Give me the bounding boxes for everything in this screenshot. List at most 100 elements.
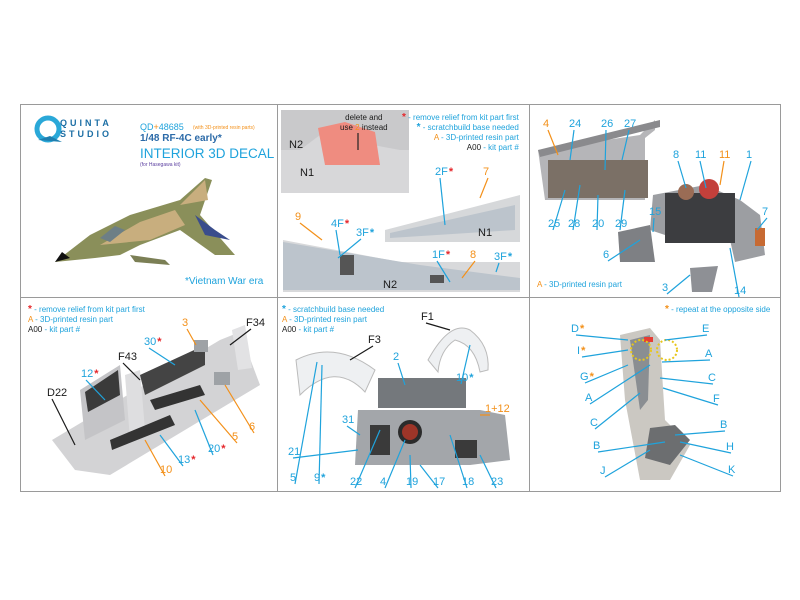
leader-line (659, 377, 714, 385)
callout-text: 6 (603, 249, 610, 261)
leader-line (661, 359, 711, 363)
callout-text: N1 (300, 167, 315, 179)
callout-text: K (728, 464, 736, 476)
brand-logo-text: QUINTA STUDIO (60, 118, 112, 140)
legend-scratchbuild: - scratchbuild base needed (422, 123, 519, 132)
leader-line (419, 464, 439, 489)
callout-p6-13: K (728, 465, 735, 476)
leader-line (679, 454, 734, 477)
leader-line (144, 439, 166, 477)
leader-line (397, 362, 406, 386)
callout-text: D (571, 323, 579, 335)
callout-p3-0: 4 (543, 119, 549, 130)
red-star-icon: * (445, 249, 451, 261)
orange-star-icon: * (581, 345, 586, 357)
callout-p3-12: 15 (649, 207, 661, 218)
legend-kit-text: - kit part # (44, 325, 81, 334)
callout-p2-5: 4F* (331, 219, 349, 230)
callout-text: 3 (182, 317, 189, 329)
callout-text: 2 (393, 351, 400, 363)
red-star-icon: * (402, 112, 406, 123)
callout-p2-6: 3F* (356, 228, 374, 239)
callout-text: 27 (624, 118, 637, 130)
callout-p6-7: F (713, 394, 720, 405)
leader-line (619, 189, 626, 231)
leader-line (51, 398, 76, 446)
product-code: QD+48685 (140, 122, 184, 132)
callout-p6-4: G* (580, 372, 594, 383)
leader-line (607, 239, 641, 262)
callout-text: 20 (592, 218, 605, 230)
leader-line (662, 387, 719, 406)
leader-line (677, 160, 687, 189)
leader-line (479, 177, 489, 199)
leader-line (85, 379, 106, 401)
callout-text: 10 (160, 464, 173, 476)
leader-line (597, 441, 666, 453)
callout-p4-1: F34 (246, 318, 265, 329)
callout-p3-3: 27 (624, 119, 636, 130)
callout-p5-4: 1+12 (485, 404, 510, 415)
code-plus: + (153, 122, 159, 132)
callout-text: 17 (433, 476, 446, 488)
legend-kit-mark: A00 (282, 325, 297, 334)
callout-text: 1 (746, 149, 753, 161)
callout-p6-12: J (600, 466, 606, 477)
callout-text: J (600, 465, 606, 477)
leader-line (552, 189, 566, 231)
leader-line (122, 362, 141, 381)
panel3-legend: A - 3D-printed resin part (537, 280, 622, 290)
callout-text: G (580, 371, 589, 383)
legend-kit-mark: A00 (466, 143, 482, 152)
callout-text: 5 (290, 472, 297, 484)
callout-p5-2: 2 (393, 352, 399, 363)
leader-line (604, 129, 607, 171)
blue-star-icon: * (507, 251, 513, 263)
legend-scratchbuild: - scratchbuild base needed (288, 305, 385, 314)
callout-p2-3: 7 (483, 167, 489, 178)
legend-kit-text: - kit part # (298, 325, 335, 334)
callout-p3-8: 8 (673, 150, 679, 161)
callout-text: F34 (246, 317, 265, 329)
callout-p5-10: 4 (380, 477, 386, 488)
quinta-logo-icon (34, 115, 62, 143)
callout-text: 9 (295, 211, 302, 223)
callout-p6-5: C (708, 373, 716, 384)
callout-p5-6: 21 (288, 447, 300, 458)
callout-p2-11: N2 (383, 280, 397, 291)
red-star-icon: * (28, 304, 32, 315)
callout-p3-11: 1 (746, 150, 752, 161)
callout-text: 2F (435, 166, 448, 178)
callout-p5-0: F1 (421, 312, 434, 323)
leader-line (292, 449, 359, 459)
callout-p3-4: 25 (548, 219, 560, 230)
era-note: *Vietnam War era (185, 276, 264, 287)
panel3-parts (538, 120, 765, 292)
panel2-legend: * - remove relief from kit part first * … (402, 113, 519, 153)
callout-p4-10: 10 (160, 465, 172, 476)
legend-resin-mark: A (28, 315, 33, 324)
callout-text: 28 (568, 218, 581, 230)
callout-text: 5 (232, 431, 239, 443)
callout-p6-6: A (585, 393, 592, 404)
callout-text: B (720, 419, 728, 431)
leader-line (439, 177, 446, 226)
callout-text: C (590, 417, 598, 429)
orange-star-icon: * (579, 323, 585, 335)
callout-text: F3 (368, 334, 381, 346)
callout-p3-7: 29 (615, 219, 627, 230)
leader-line (384, 439, 406, 489)
legend-remove-relief: - remove relief from kit part first (408, 113, 519, 122)
legend-resin-mark: A (282, 315, 287, 324)
panel4-parts (52, 325, 260, 475)
leader-line (224, 384, 255, 434)
callout-p3-5: 28 (568, 219, 580, 230)
leader-line (346, 425, 361, 436)
leader-line (461, 260, 476, 279)
callout-text: 7 (762, 206, 769, 218)
callout-p4-8: 20* (208, 444, 226, 455)
callout-p2-7: N1 (478, 228, 492, 239)
callout-p6-11: H (726, 442, 734, 453)
rf4c-aircraft-image (55, 178, 235, 265)
legend-kit-mark: A00 (28, 325, 43, 334)
